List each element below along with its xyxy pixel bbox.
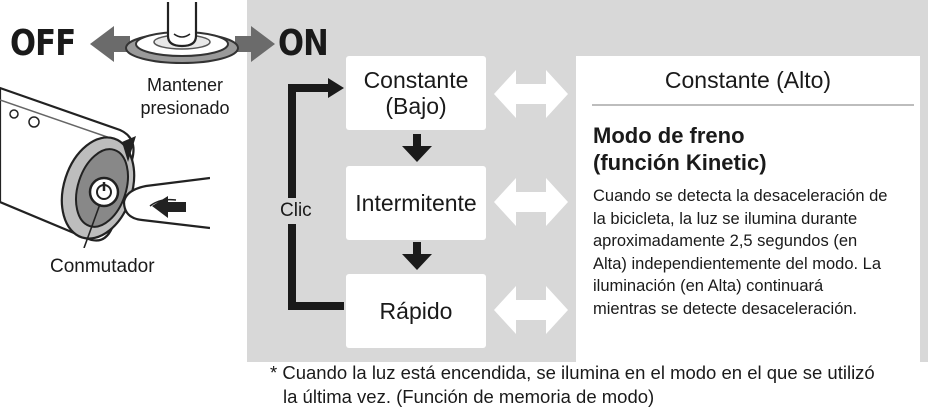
click-label: Clic: [280, 198, 312, 224]
info-body-line: aproximadamente 2,5 segundos (en: [593, 232, 858, 250]
press-arrow-icon: [152, 196, 186, 218]
down-arrow-icon: [402, 134, 432, 162]
mode-intermittent: Intermitente: [346, 166, 486, 240]
info-heading: Modo de freno (función Kinetic): [593, 123, 767, 175]
on-arrow-head: [235, 26, 275, 62]
info-body-line: la bicicleta, la luz se ilumina durante: [593, 209, 858, 228]
info-title: Constante (Alto): [664, 67, 832, 93]
memory-mode-note: * Cuando la luz está encendida, se ilumi…: [270, 362, 875, 407]
hold-instruction: Mantener presionado: [140, 75, 230, 118]
finger-icon: [166, 2, 198, 48]
info-divider: [592, 104, 914, 106]
bike-light-illustration: [0, 86, 210, 248]
double-arrow-icon: [494, 286, 568, 334]
brake-mode-info-box: Constante (Alto) Modo de freno (función …: [576, 56, 920, 370]
info-body-line: mientras se detecte desaceleración.: [593, 299, 858, 318]
on-off-toggle-illustration: [90, 2, 275, 64]
on-label: ON: [278, 23, 329, 64]
double-arrow-icon: [494, 70, 568, 118]
info-body-line: Alta) independientemente del modo. La: [593, 254, 882, 273]
off-label: OFF: [10, 23, 76, 64]
info-body: Cuando se detecta la desaceleración de l…: [593, 185, 915, 320]
mode-constant-low: Constante (Bajo): [346, 56, 486, 130]
power-switch-icon: [88, 176, 120, 208]
info-body-line: Cuando se detecta la desaceleración de: [593, 187, 888, 205]
cycle-arrow-head: [328, 78, 344, 98]
cycle-bracket: [288, 78, 344, 310]
off-arrow-head: [90, 26, 130, 62]
info-body-line: iluminación (en Alta) continuará: [593, 277, 824, 295]
double-arrow-icon: [494, 178, 568, 226]
switch-label: Conmutador: [50, 256, 155, 277]
mode-rapid: Rápido: [346, 274, 486, 348]
down-arrow-icon: [402, 242, 432, 270]
